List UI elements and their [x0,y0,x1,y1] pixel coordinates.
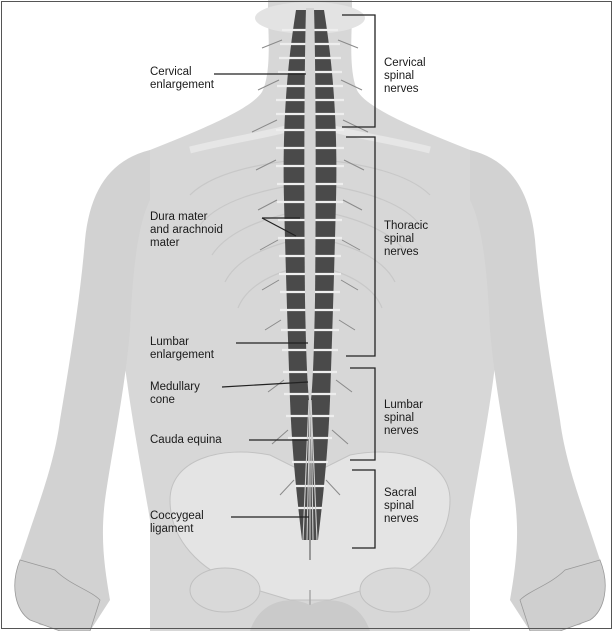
label-medullary-cone: Medullary cone [150,381,200,407]
label-coccygeal-ligament: Coccygeal ligament [150,510,204,536]
label-cervical-enlargement: Cervical enlargement [150,66,214,92]
spinal-cord [304,8,315,400]
label-sacral-spinal-nerves: Sacral spinal nerves [384,487,419,526]
label-lumbar-enlargement: Lumbar enlargement [150,336,214,362]
label-dura-mater: Dura mater and arachnoid mater [150,211,223,250]
right-hip-joint [360,568,430,612]
label-cauda-equina: Cauda equina [150,434,222,447]
left-hip-joint [190,568,260,612]
label-thoracic-spinal-nerves: Thoracic spinal nerves [384,220,428,259]
label-lumbar-spinal-nerves: Lumbar spinal nerves [384,399,423,438]
label-cervical-spinal-nerves: Cervical spinal nerves [384,57,426,96]
